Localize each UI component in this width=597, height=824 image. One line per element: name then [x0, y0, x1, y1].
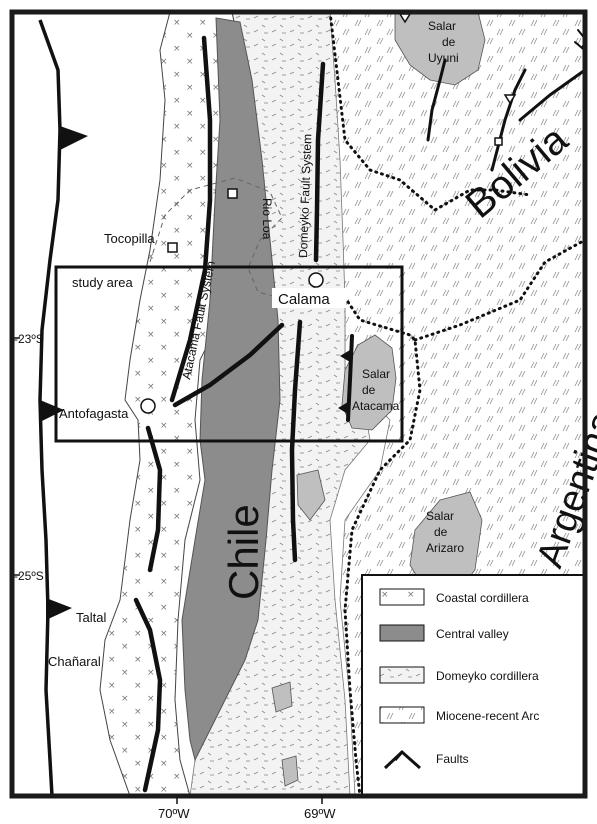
small-marker — [503, 94, 517, 105]
east-fault — [346, 334, 354, 422]
salar-uyuni-line1: Salar — [428, 19, 456, 33]
study-area-label: study area — [72, 275, 133, 290]
legend-swatch-coastal — [379, 588, 425, 606]
salar-uyuni — [394, 11, 486, 86]
border-bolivia-argentina — [413, 238, 587, 342]
calama-label: Calama — [278, 291, 330, 308]
legend-label-central: Central valley — [436, 627, 509, 641]
small-salar — [281, 755, 299, 787]
calama-label-bg — [272, 288, 346, 308]
small-salar — [271, 681, 293, 713]
tocopilla-marker — [167, 242, 178, 253]
atacama-fault-taltal — [133, 597, 163, 793]
legend-label-fault: Faults — [436, 752, 469, 766]
lon-label-70: 70ºW — [158, 806, 190, 821]
domeyko-fault-label: Domeyko Fault System — [296, 134, 314, 258]
rio-loa-label: Rio Loa — [260, 198, 274, 240]
bolivia-fault — [518, 68, 587, 122]
trench-tooth — [40, 400, 64, 422]
trench-tooth — [46, 598, 72, 620]
antofagasta-marker — [140, 398, 156, 414]
map-frame — [9, 9, 588, 799]
atacama-fault-south — [145, 425, 163, 573]
legend-label-arc: Miocene-recent Arc — [436, 709, 539, 723]
legend-swatch-fault — [393, 751, 404, 761]
lon-label-69: 69ºW — [304, 806, 336, 821]
small-marker — [494, 137, 503, 146]
lat-label-25: -25ºS — [14, 569, 44, 583]
salar-uyuni-line2: de — [442, 35, 456, 49]
legend: Coastal cordillera Central valley Domeyk… — [361, 574, 586, 797]
trench-tooth — [60, 126, 88, 150]
calama-marker — [308, 272, 324, 288]
legend-label-domeyko: Domeyko cordillera — [436, 669, 539, 683]
study-area-box — [54, 265, 404, 443]
salar-arizaro-line2: de — [434, 525, 448, 539]
legend-box — [361, 574, 586, 797]
lat-label-23: -23ºS — [14, 332, 44, 346]
central-valley — [181, 17, 281, 762]
legend-swatch-domeyko — [379, 666, 425, 684]
salar-atacama-line1: Salar — [362, 367, 390, 381]
salar-atacama — [341, 334, 397, 431]
legend-swatch-arc — [379, 706, 425, 724]
border-chile-bolivia — [328, 10, 532, 212]
thrust-tooth — [340, 350, 350, 362]
salar-uyuni-line3: Uyuni — [428, 51, 459, 65]
atacama-fault-north — [169, 35, 213, 403]
salar-atacama-line3: Atacama — [352, 399, 400, 413]
small-salar — [296, 469, 326, 521]
salar-atacama-line2: de — [362, 383, 376, 397]
domeyko-fault-north — [313, 61, 326, 263]
legend-swatch-central — [379, 624, 425, 642]
bolivia-fault — [426, 58, 447, 142]
thrust-tooth — [338, 402, 348, 414]
antofagasta-label: Antofagasta — [59, 406, 129, 421]
small-town-marker — [227, 188, 238, 199]
salar-arizaro-line1: Salar — [426, 509, 454, 523]
taltal-label: Taltal — [76, 610, 106, 625]
tocopilla-label: Tocopilla — [104, 231, 155, 246]
chile-label: Chile — [220, 504, 267, 600]
salar-arizaro-line3: Arizaro — [426, 541, 464, 555]
cross-fault — [172, 322, 285, 408]
legend-label-coastal: Coastal cordillera — [436, 591, 529, 605]
domeyko-fault-south — [289, 319, 303, 563]
chanaral-label: Chañaral — [48, 654, 101, 669]
